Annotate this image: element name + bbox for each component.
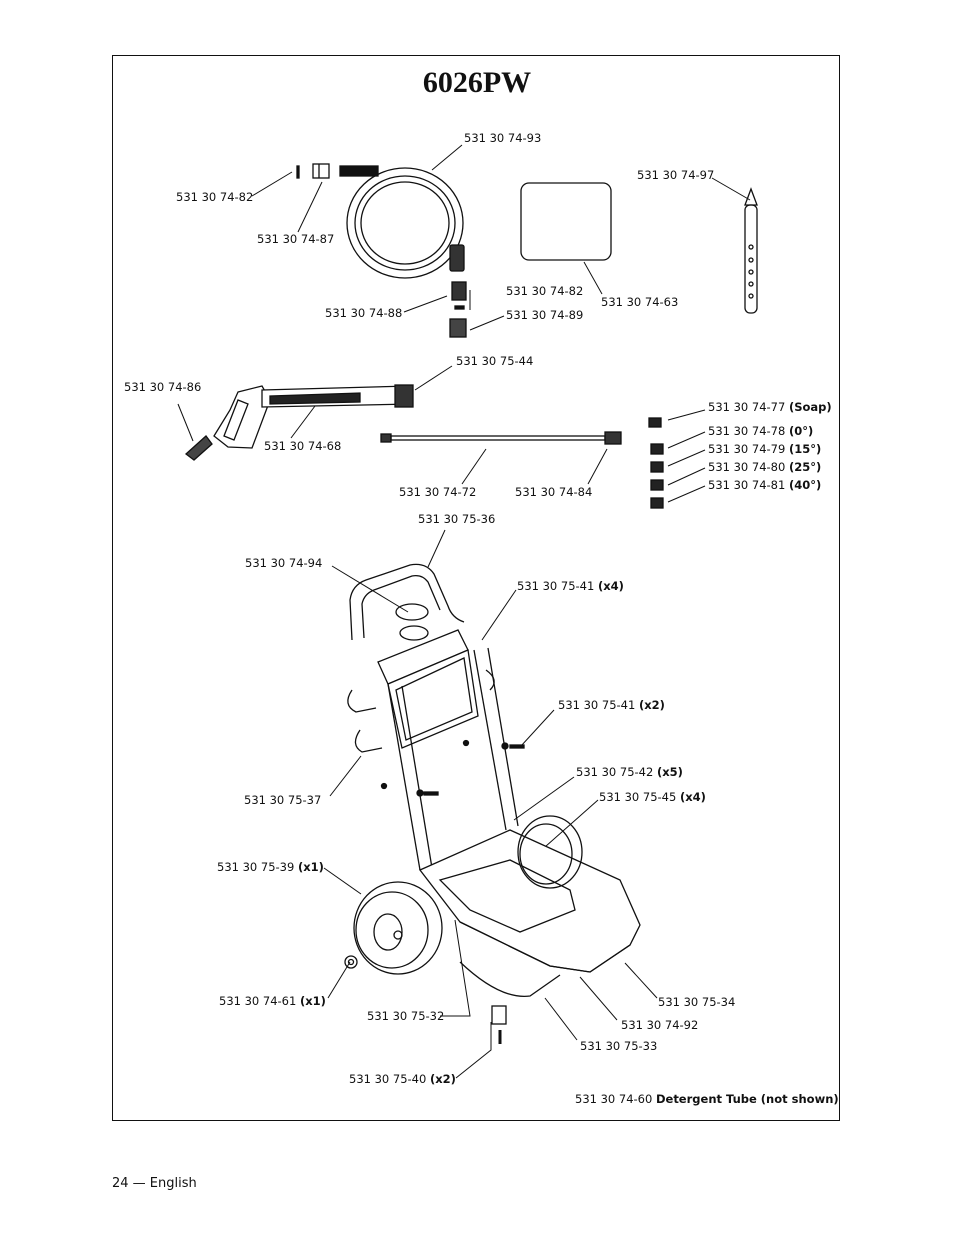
part-label: 531 30 74-72 [399, 485, 477, 499]
wheel-left-icon [353, 881, 443, 975]
part-label: 531 30 75-36 [418, 512, 496, 526]
part-label: 531 30 75-33 [580, 1039, 658, 1053]
part-label: 531 30 74-88 [325, 306, 403, 320]
part-label: 531 30 74-77 (Soap) [708, 400, 832, 414]
wheel-right-icon [517, 815, 583, 889]
part-label: 531 30 74-97 [637, 168, 715, 182]
manual-sheet-icon [520, 182, 612, 261]
diagram-frame [112, 55, 840, 1121]
spray-gun-icon [184, 384, 414, 461]
part-label: 531 30 74-63 [601, 295, 679, 309]
hub-cap-icon [344, 955, 358, 969]
part-label: 531 30 74-80 (25°) [708, 460, 822, 474]
part-label: 531 30 74-78 (0°) [708, 424, 814, 438]
part-label: 531 30 75-44 [456, 354, 534, 368]
part-label: 531 30 74-81 (40°) [708, 478, 822, 492]
part-label: 531 30 75-45 (x4) [599, 790, 706, 804]
part-label: 531 30 74-61 (x1) [219, 994, 326, 1008]
bolts-icon [380, 739, 525, 797]
fittings-icon [449, 281, 467, 338]
part-label: 531 30 74-82 [176, 190, 254, 204]
part-label: 531 30 74-60 Detergent Tube (not shown) [575, 1092, 839, 1106]
page-title: 6026PW [422, 66, 532, 99]
part-label: 531 30 74-87 [257, 232, 335, 246]
part-label: 531 30 74-92 [621, 1018, 699, 1032]
page-footer: 24 — English [112, 1176, 197, 1191]
part-label: 531 30 74-89 [506, 308, 584, 322]
wand-icon [380, 431, 622, 445]
part-label: 531 30 75-40 (x2) [349, 1072, 456, 1086]
part-label: 531 30 75-42 (x5) [576, 765, 683, 779]
part-label: 531 30 74-82 [506, 284, 584, 298]
nozzles-icon [648, 417, 664, 509]
part-label: 531 30 75-34 [658, 995, 736, 1009]
part-label: 531 30 75-39 (x1) [217, 860, 324, 874]
part-label: 531 30 75-37 [244, 793, 322, 807]
part-label: 531 30 74-94 [245, 556, 323, 570]
part-label: 531 30 74-68 [264, 439, 342, 453]
part-label: 531 30 74-79 (15°) [708, 442, 822, 456]
cart-frame-icon [347, 563, 641, 1044]
part-label: 531 30 74-86 [124, 380, 202, 394]
part-label: 531 30 74-93 [464, 131, 542, 145]
detergent-strip-icon [744, 187, 758, 314]
part-label: 531 30 75-41 (x2) [558, 698, 665, 712]
part-label: 531 30 74-84 [515, 485, 593, 499]
hose-coil-icon [296, 163, 465, 279]
part-label: 531 30 75-32 [367, 1009, 445, 1023]
part-label: 531 30 75-41 (x4) [517, 579, 624, 593]
